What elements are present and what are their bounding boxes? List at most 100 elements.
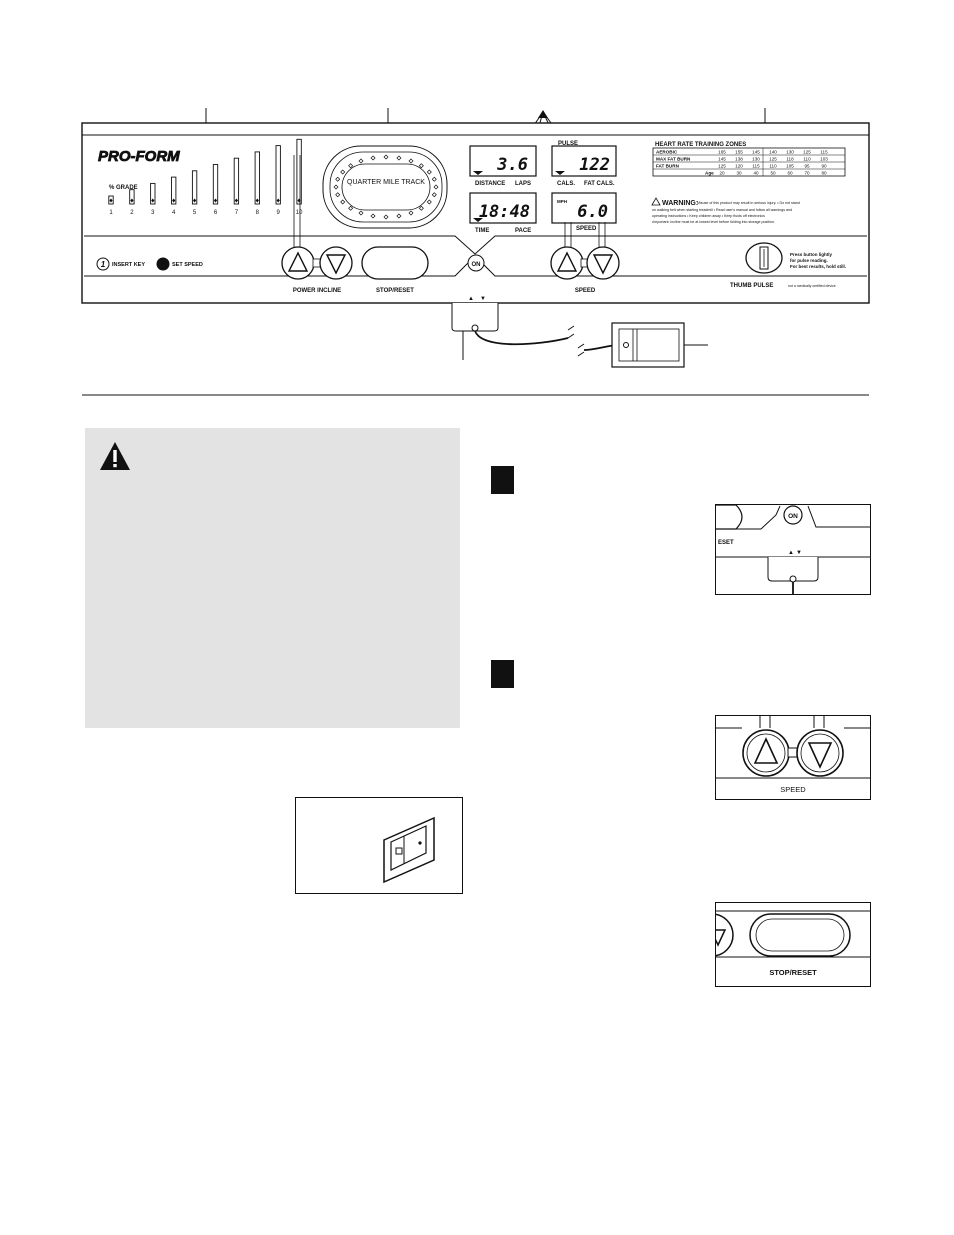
track-light — [396, 213, 402, 219]
hr-value: 125 — [718, 164, 726, 169]
thumb-pulse-note: not a medically certified device — [788, 284, 836, 288]
on-off-switch-figure — [295, 797, 463, 894]
hr-value: 70 — [804, 171, 810, 176]
hr-value: 30 — [736, 171, 742, 176]
hr-value: 115 — [752, 164, 760, 169]
hr-value: 60 — [787, 171, 793, 176]
grade-bar — [296, 138, 302, 205]
stop-reset-label: STOP/RESET — [376, 288, 414, 294]
laps-label: LAPS — [515, 181, 531, 187]
svg-text:SET SPEED: SET SPEED — [172, 262, 203, 268]
hr-value: 155 — [735, 150, 743, 155]
thumb-note: Press button lightly — [790, 252, 833, 257]
hr-value: 40 — [753, 171, 759, 176]
distance-label: DISTANCE — [475, 181, 505, 187]
grade-bar — [191, 170, 198, 205]
grade-number: 10 — [296, 210, 303, 216]
grade-bar — [233, 157, 240, 205]
svg-text:6.0: 6.0 — [577, 202, 608, 222]
stop-reset-figure: STOP/RESET — [715, 902, 871, 987]
grade-number: 4 — [172, 210, 176, 216]
hr-value: 115 — [820, 150, 828, 155]
pace-label: PACE — [515, 228, 531, 234]
hr-value: 145 — [752, 150, 760, 155]
track-light — [408, 158, 414, 164]
thumb-pulse-button[interactable] — [745, 242, 783, 274]
stop-reset-button-detail[interactable] — [749, 913, 851, 957]
grade-number: 7 — [235, 210, 239, 216]
cals-label: CALS. — [557, 181, 575, 187]
track-light — [335, 176, 341, 182]
grade-number: 8 — [256, 210, 260, 216]
speed-buttons-label: SPEED — [575, 288, 596, 294]
stop-reset-detail-label: STOP/RESET — [769, 968, 817, 977]
svg-text:operating instructions • Keep: operating instructions • Keep children a… — [652, 214, 765, 218]
hr-value: 130 — [752, 157, 760, 162]
svg-text:3.6: 3.6 — [496, 155, 528, 175]
grade-number: 1 — [109, 210, 113, 216]
svg-text:18:48: 18:48 — [479, 202, 530, 222]
thumb-note-3: For best results, hold still. — [790, 264, 846, 269]
track-light — [335, 192, 341, 198]
hr-row-label: AEROBIC — [656, 150, 678, 155]
hr-row-label: FAT BURN — [656, 164, 680, 169]
grade-bar — [275, 145, 281, 205]
track-light — [418, 163, 424, 169]
svg-text:on walking belt when starting: on walking belt when starting treadmill … — [652, 208, 792, 212]
grade-number: 2 — [130, 210, 134, 216]
hr-value: 110 — [769, 164, 777, 169]
time-label: TIME — [475, 228, 489, 234]
display-distance: 3.6 — [469, 145, 537, 177]
fat-cals-label: FAT CALS. — [584, 181, 615, 187]
speed-up-button[interactable] — [550, 246, 584, 280]
hr-value: 125 — [769, 157, 777, 162]
track-light — [333, 184, 339, 190]
speed-up-button-detail[interactable] — [742, 729, 790, 777]
pulse-label: PULSE — [558, 141, 578, 147]
grade-label: % GRADE — [109, 185, 138, 191]
step-marker-2 — [491, 660, 514, 688]
grade-number: 9 — [277, 210, 281, 216]
power-incline-label: POWER INCLINE — [293, 288, 341, 294]
track-light — [431, 176, 437, 182]
hr-value: 105 — [786, 164, 794, 169]
speed-buttons-figure: SPEED — [715, 715, 871, 800]
hr-value: 95 — [804, 164, 810, 169]
track-light — [431, 192, 437, 198]
hr-value: 145 — [718, 157, 726, 162]
rocker-switch-icon — [383, 816, 435, 884]
svg-text:▲: ▲ — [468, 296, 474, 302]
grade-number: 5 — [193, 210, 197, 216]
reset-partial-label: ESET — [718, 540, 734, 546]
display-speed: MPH 6.0 — [551, 192, 617, 224]
callout-arrowhead — [538, 110, 548, 118]
grade-bar — [171, 176, 177, 205]
incline-up-button[interactable] — [281, 246, 315, 280]
console-warning: WARNING: Misuse of this product may resu… — [651, 197, 800, 224]
hr-value: 50 — [770, 171, 776, 176]
quarter-mile-track: QUARTER MILE TRACK — [322, 145, 448, 229]
svg-text:2: 2 — [160, 260, 166, 269]
track-light — [358, 210, 364, 216]
speed-display-label: SPEED — [576, 226, 597, 232]
hr-value: 140 — [769, 150, 777, 155]
speed-down-button-detail[interactable] — [796, 729, 844, 777]
svg-text:Misuse of this product may res: Misuse of this product may result in ser… — [697, 201, 800, 205]
on-indicator: ON — [467, 254, 485, 272]
svg-text:▼: ▼ — [480, 296, 486, 302]
track-light — [418, 205, 424, 211]
incline-down-button[interactable] — [319, 246, 353, 280]
insert-key-instruction: 1 INSERT KEY — [96, 257, 145, 271]
stop-reset-button[interactable] — [361, 246, 429, 280]
grade-bar — [129, 189, 135, 205]
hr-value: 103 — [820, 157, 828, 162]
speed-down-button[interactable] — [586, 246, 620, 280]
track-light — [358, 158, 364, 164]
track-light — [348, 205, 354, 211]
warning-box — [85, 428, 460, 728]
hr-value: 90 — [821, 164, 827, 169]
track-light — [370, 155, 376, 161]
safety-key — [611, 322, 685, 368]
